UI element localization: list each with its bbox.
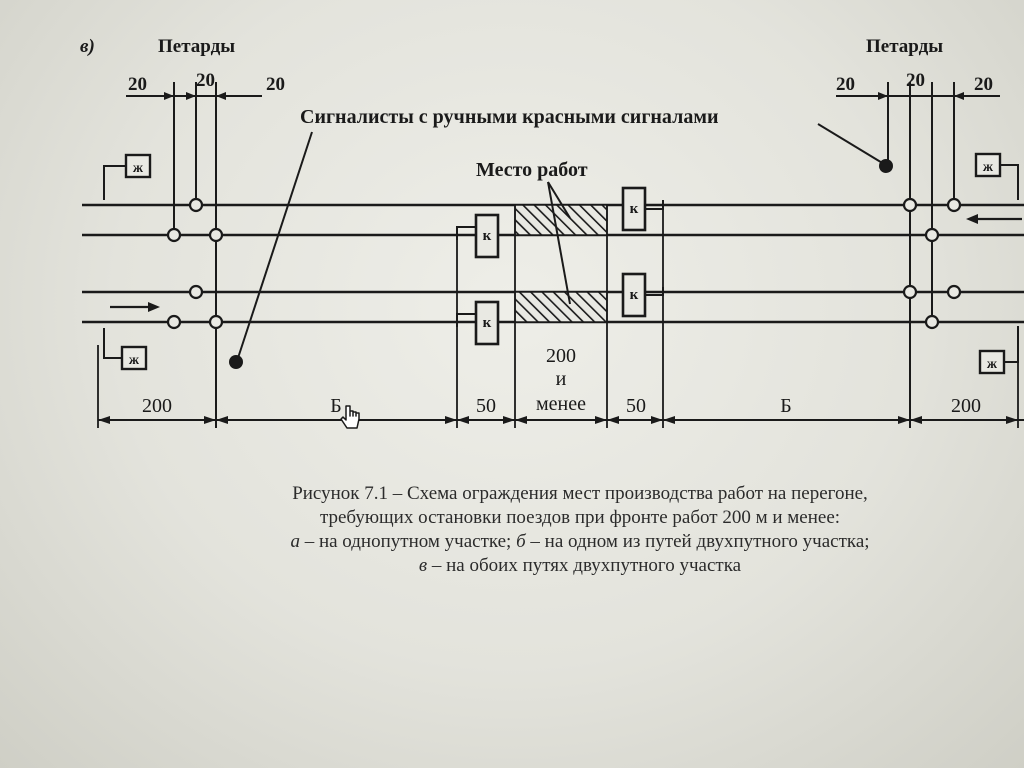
signal-k-icon — [621, 186, 647, 232]
dim-left-200: 200 — [142, 395, 172, 417]
gap-left-1: 20 — [128, 74, 147, 95]
caption-line-4: в – на обоих путях двухпутного участка — [100, 554, 1024, 578]
petard-icon — [946, 284, 962, 300]
caption-item-a-text: – на однопутном участке; — [299, 531, 517, 552]
dim-b-left: Б — [330, 395, 341, 417]
petard-icon — [924, 314, 940, 330]
signalman-icon-left — [229, 355, 243, 369]
gap-right-2: 20 — [906, 70, 925, 91]
signalman-icon-right — [879, 159, 893, 173]
petard-icon — [208, 227, 224, 243]
signal-zh-letter: ж — [133, 161, 144, 176]
caption-item-b-text: – на одном из путей двухпутного участка; — [525, 531, 870, 552]
work-area-upper — [514, 204, 608, 236]
bottom-dimension-ticks — [98, 416, 1018, 424]
petard-icon — [188, 197, 204, 213]
caption-line-1: Рисунок 7.1 – Схема ограждения мест прои… — [292, 483, 868, 504]
left-petard-group — [126, 82, 262, 428]
signal-zh-letter: ж — [129, 353, 140, 368]
petardy-label-right: Петарды — [866, 36, 943, 57]
right-dim-arrows — [878, 92, 964, 100]
petard-icon — [946, 197, 962, 213]
signal-k-icon — [474, 300, 500, 346]
direction-arrow-right — [110, 302, 160, 312]
petard-icon — [208, 314, 224, 330]
caption-line-2: требующих остановки поездов при фронте р… — [319, 507, 841, 528]
petard-icon — [902, 284, 918, 300]
petard-icon — [166, 314, 182, 330]
dim-fifty-right: 50 — [626, 395, 646, 417]
signal-k-icon — [621, 272, 647, 318]
signal-k-letter: к — [630, 287, 639, 303]
petard-icon — [166, 227, 182, 243]
signal-zh-icon — [120, 345, 148, 371]
petard-circles — [166, 197, 962, 330]
caption-item-a: а — [290, 531, 300, 552]
fencing-diagram: в) Петарды Петарды 20 20 20 20 20 — [80, 36, 1024, 429]
signal-zh-icon — [974, 152, 1002, 178]
signalmen-label: Сигналисты с ручными красными сигналами — [300, 106, 718, 128]
caption-item-b: б — [516, 531, 526, 552]
dim-work-less: менее — [536, 393, 586, 415]
dimension-extension-lines — [97, 200, 1019, 428]
signal-zh-letter: ж — [983, 160, 994, 175]
work-site-leaders — [547, 181, 571, 305]
gap-left-2: 20 — [196, 70, 215, 91]
signal-k-right-upper: к — [621, 186, 664, 232]
signalmen-leaders — [237, 123, 885, 359]
direction-arrow-left — [966, 214, 1022, 224]
signal-zh-right-bottom: ж — [978, 326, 1019, 375]
signal-zh-left-bottom: ж — [103, 328, 148, 371]
signal-k-icon — [474, 213, 500, 259]
signal-k-letter: к — [630, 201, 639, 217]
gap-right-3: 20 — [974, 74, 993, 95]
petard-icon — [924, 227, 940, 243]
petard-icon — [188, 284, 204, 300]
signal-k-right-lower: к — [621, 272, 664, 318]
right-petard-group — [836, 82, 1000, 428]
caption-item-v-text: – на обоих путях двухпутного участка — [427, 555, 742, 576]
panel-label: в) — [80, 36, 95, 57]
signal-zh-right-top: ж — [974, 152, 1019, 200]
signal-zh-left-top: ж — [103, 153, 152, 200]
petard-icon — [902, 197, 918, 213]
caption-line-3: а – на однопутном участке; б – на одном … — [100, 530, 1024, 554]
signal-k-letter: к — [483, 228, 492, 244]
signal-zh-letter: ж — [987, 357, 998, 372]
dim-b-right: Б — [780, 395, 791, 417]
figure-caption: Рисунок 7.1 – Схема ограждения мест прои… — [100, 482, 1024, 578]
signal-zh-icon — [124, 153, 152, 179]
gap-right-1: 20 — [836, 74, 855, 95]
signal-zh-icon — [978, 349, 1006, 375]
signal-k-letter: к — [483, 315, 492, 331]
dim-right-200: 200 — [951, 395, 981, 417]
left-dim-arrows — [164, 92, 226, 100]
petardy-label-left: Петарды — [158, 36, 235, 57]
caption-item-v: в — [418, 555, 428, 576]
work-area-lower — [514, 291, 608, 323]
dim-work-and: и — [556, 368, 567, 390]
hand-cursor-icon — [340, 405, 360, 429]
signal-k-left-lower: к — [456, 300, 500, 346]
gap-left-3: 20 — [266, 74, 285, 95]
work-site-label: Место работ — [476, 159, 588, 181]
dim-work-200: 200 — [546, 345, 576, 367]
dim-fifty-left: 50 — [476, 395, 496, 417]
